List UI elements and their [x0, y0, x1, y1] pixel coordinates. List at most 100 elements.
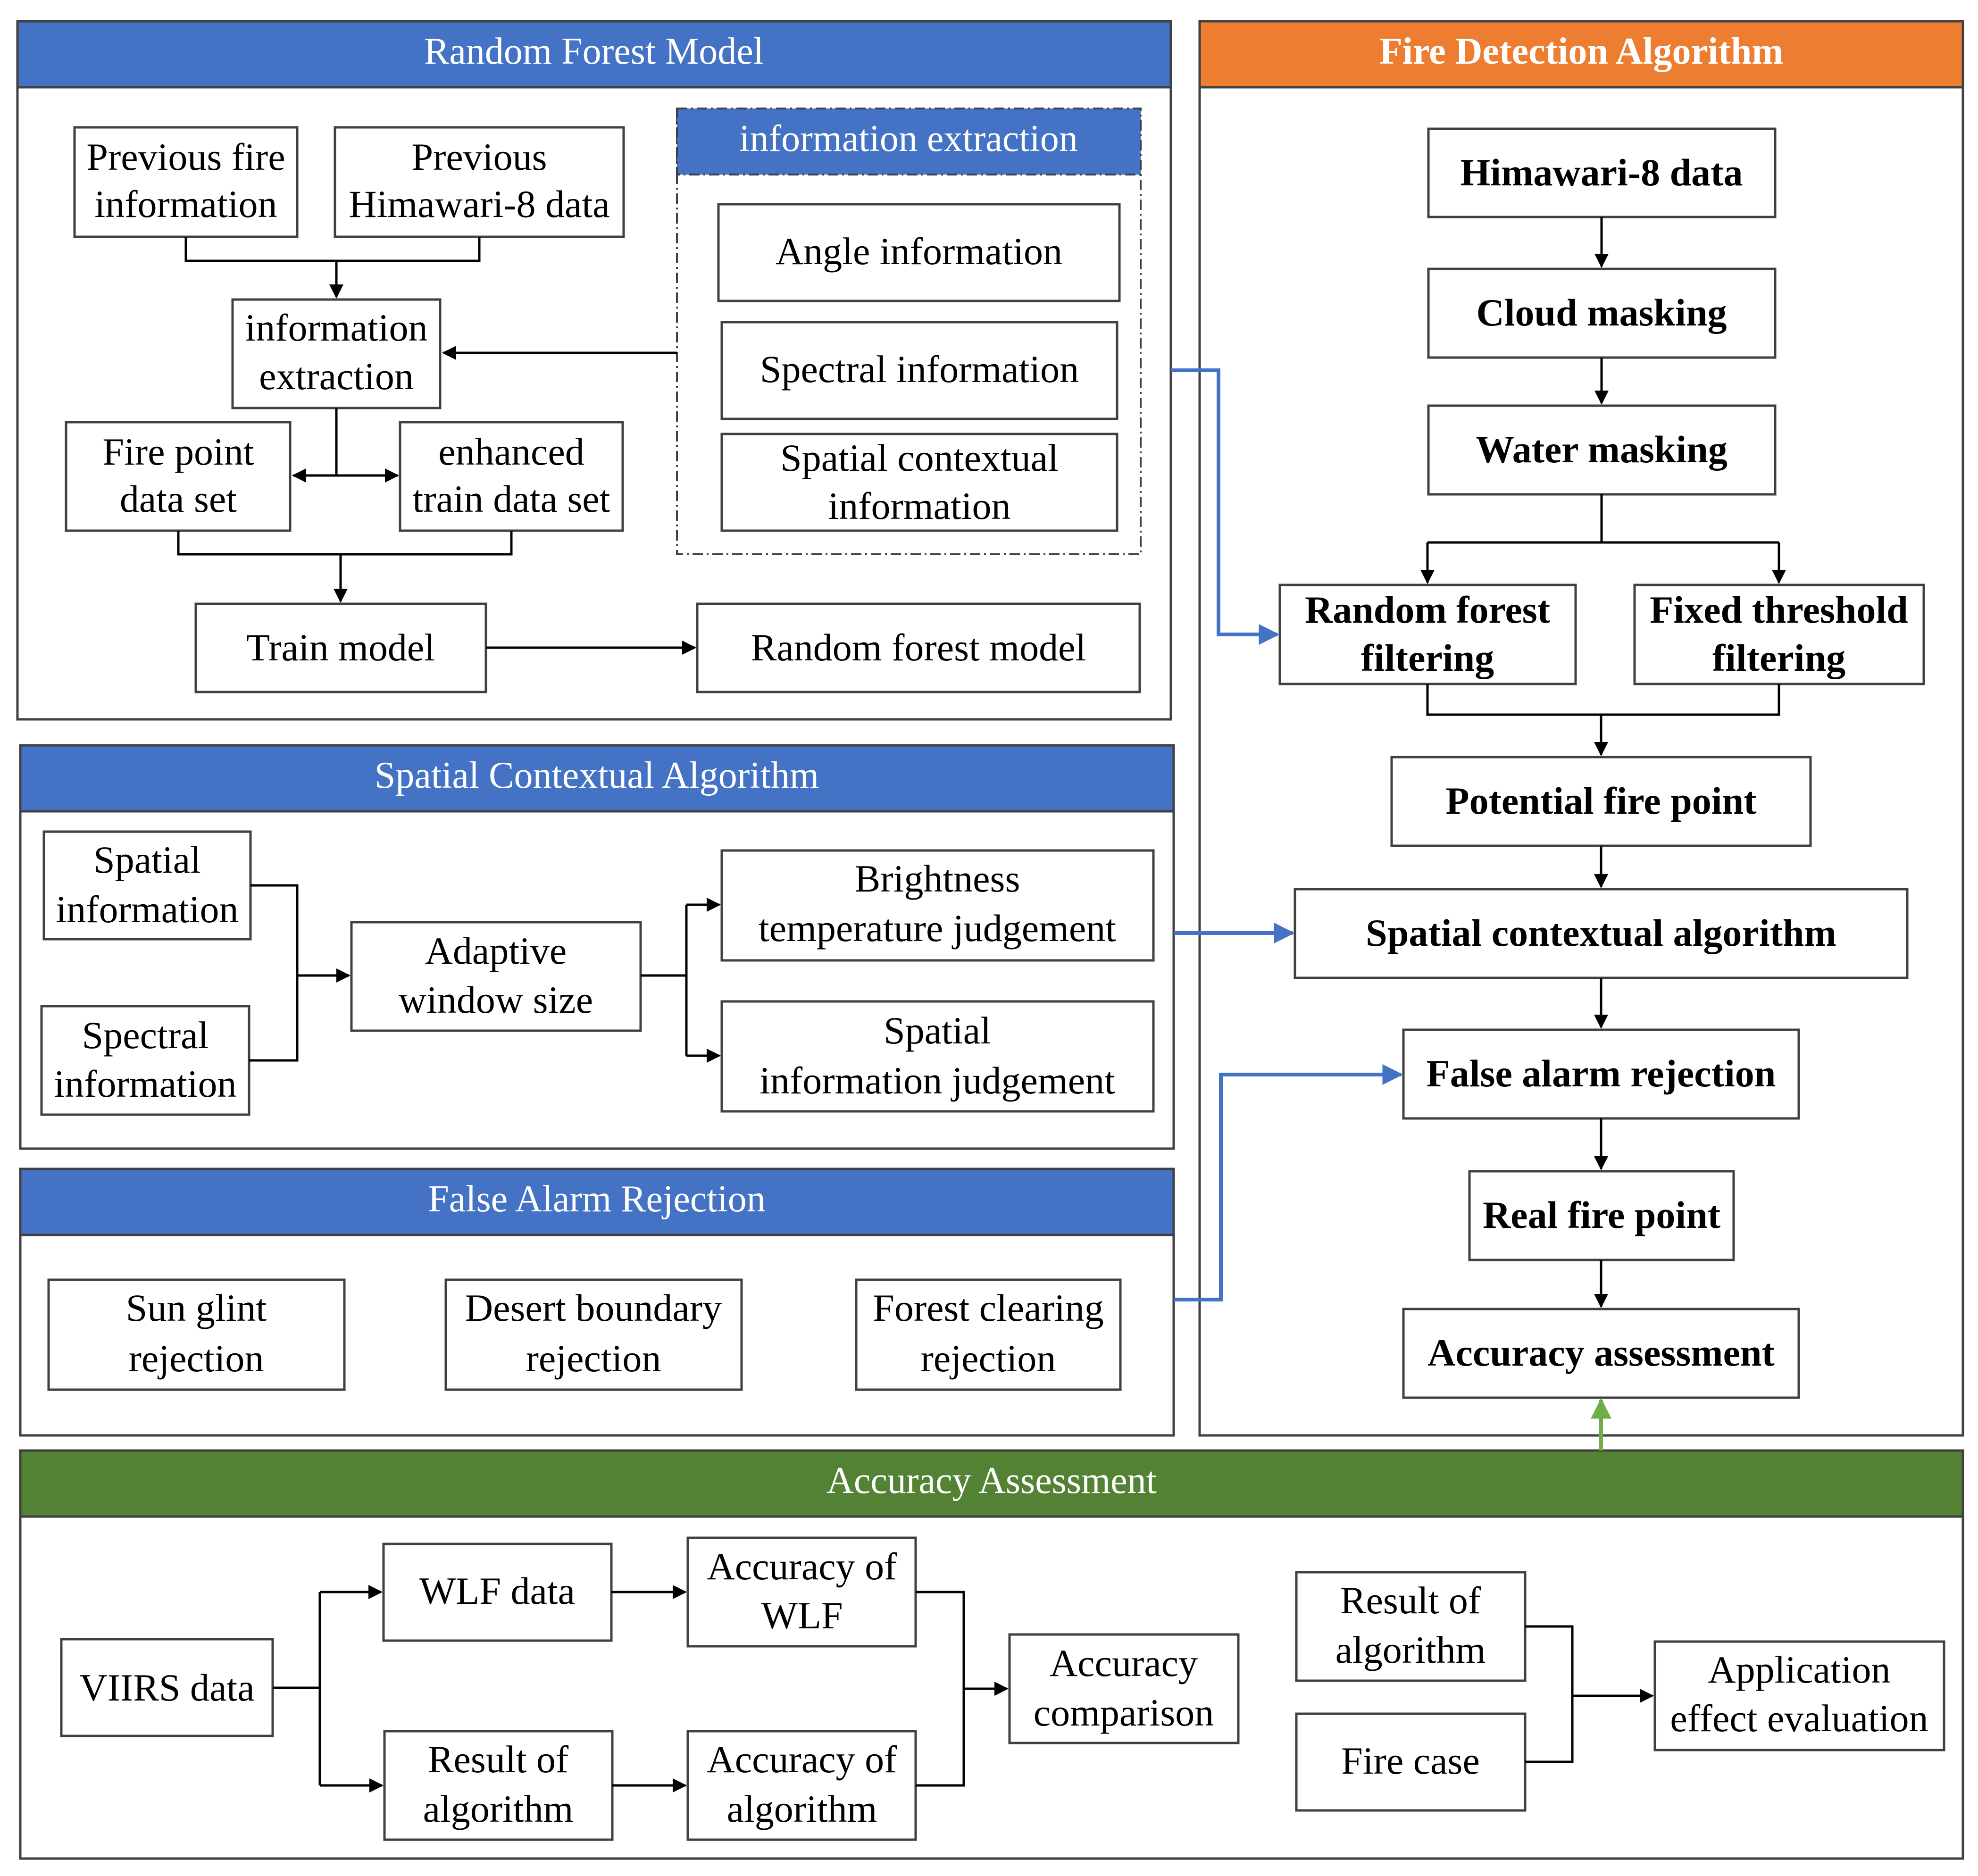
svg-text:Spectral: Spectral	[82, 1014, 209, 1057]
fire-detection-panel: Fire Detection Algorithm Himawari-8 data…	[1198, 20, 1964, 1437]
spatial-contextual-header	[19, 744, 1175, 813]
spectral-information-input-box: Spectral information	[40, 1005, 250, 1116]
svg-text:algorithm: algorithm	[727, 1787, 877, 1830]
svg-text:effect evaluation: effect evaluation	[1670, 1697, 1928, 1740]
random-forest-connectors	[177, 237, 696, 655]
svg-text:temperature judgement: temperature judgement	[759, 907, 1116, 950]
svg-text:Desert boundary: Desert boundary	[465, 1286, 722, 1329]
fire-detection-connectors	[1420, 217, 1786, 1308]
svg-text:enhanced: enhanced	[438, 430, 584, 473]
svg-text:Accuracy: Accuracy	[1050, 1642, 1198, 1684]
svg-text:Previous fire: Previous fire	[86, 135, 285, 178]
svg-text:information: information	[56, 888, 238, 931]
svg-text:Spatial contextual: Spatial contextual	[780, 436, 1059, 479]
svg-text:Random forest model: Random forest model	[751, 626, 1086, 669]
svg-text:Train model: Train model	[246, 626, 435, 669]
cloud-masking-box: Cloud masking	[1427, 267, 1777, 359]
accuracy-assessment-connectors	[273, 1585, 1654, 1793]
svg-text:rejection: rejection	[526, 1337, 661, 1380]
train-model-box: Train model	[194, 602, 487, 693]
sun-glint-rejection-box: Sun glint rejection	[47, 1278, 346, 1391]
arrow-false-alarm-panel-to-rejection	[1174, 1064, 1403, 1301]
cross-panel-arrows	[1171, 368, 1611, 1451]
svg-text:information: information	[828, 484, 1010, 527]
spatial-contextual-title: Spatial Contextual Algorithm	[375, 755, 819, 796]
accuracy-assessment-header	[19, 1449, 1964, 1518]
svg-text:Cloud masking: Cloud masking	[1477, 291, 1727, 334]
adaptive-window-size-box: Adaptive window size	[350, 921, 642, 1032]
svg-text:rejection: rejection	[129, 1337, 264, 1380]
result-of-algorithm-box: Result of algorithm	[383, 1730, 614, 1841]
svg-text:WLF data: WLF data	[419, 1569, 575, 1612]
svg-text:Result of: Result of	[1340, 1579, 1481, 1622]
svg-text:Spatial: Spatial	[884, 1009, 991, 1052]
svg-text:VIIRS data: VIIRS data	[79, 1666, 254, 1709]
svg-text:Adaptive: Adaptive	[425, 929, 567, 972]
svg-text:comparison: comparison	[1034, 1691, 1214, 1734]
spatial-contextual-information-box: Spatial contextual information	[720, 433, 1118, 532]
svg-text:Angle information: Angle information	[776, 230, 1062, 273]
svg-text:Forest clearing: Forest clearing	[873, 1286, 1104, 1329]
spatial-contextual-panel: Spatial Contextual Algorithm Spatial inf…	[19, 744, 1175, 1150]
svg-text:Application: Application	[1708, 1648, 1890, 1691]
svg-text:Accuracy assessment: Accuracy assessment	[1427, 1331, 1775, 1374]
spatial-contextual-connectors	[249, 884, 721, 1063]
false-alarm-panel: False Alarm Rejection Sun glint rejectio…	[19, 1167, 1175, 1437]
forest-clearing-rejection-box: Forest clearing rejection	[855, 1278, 1122, 1391]
svg-text:Himawari-8 data: Himawari-8 data	[1461, 151, 1743, 194]
svg-text:Water masking: Water masking	[1476, 428, 1728, 471]
svg-text:Potential fire point: Potential fire point	[1446, 779, 1757, 822]
svg-text:False alarm rejection: False alarm rejection	[1427, 1052, 1776, 1095]
svg-text:algorithm: algorithm	[1335, 1628, 1486, 1671]
information-extraction-box: information extraction	[231, 298, 442, 409]
spectral-information-box: Spectral information	[720, 321, 1118, 420]
himawari-8-data-box: Himawari-8 data	[1427, 127, 1777, 218]
svg-text:information: information	[245, 306, 427, 349]
accuracy-assessment-title: Accuracy Assessment	[826, 1460, 1157, 1501]
svg-text:Fire case: Fire case	[1341, 1739, 1480, 1782]
fire-point-data-set-box: Fire point data set	[65, 421, 292, 532]
svg-text:Himawari-8 data: Himawari-8 data	[349, 183, 609, 225]
svg-text:Real fire point: Real fire point	[1483, 1193, 1720, 1236]
accuracy-assessment-panel: Accuracy Assessment VIIRS data WLF data …	[19, 1449, 1964, 1860]
viirs-data-box: VIIRS data	[60, 1638, 274, 1737]
accuracy-assessment-box: Accuracy assessment	[1402, 1308, 1800, 1399]
svg-text:Accuracy of: Accuracy of	[707, 1545, 898, 1588]
svg-text:Brightness: Brightness	[855, 857, 1020, 900]
svg-text:algorithm: algorithm	[423, 1787, 574, 1830]
svg-text:extraction: extraction	[259, 355, 414, 398]
svg-text:Sun glint: Sun glint	[126, 1286, 267, 1329]
svg-text:data set: data set	[120, 477, 237, 520]
enhanced-train-data-set-box: enhanced train data set	[399, 421, 624, 532]
false-alarm-title: False Alarm Rejection	[428, 1178, 765, 1220]
potential-fire-point-box: Potential fire point	[1390, 756, 1812, 847]
result-of-algorithm-2-box: Result of algorithm	[1295, 1571, 1527, 1682]
information-extraction-group-title: information extraction	[739, 118, 1078, 159]
svg-text:Spatial: Spatial	[93, 838, 201, 881]
fixed-threshold-filtering-box: Fixed threshold filtering	[1633, 584, 1925, 685]
previous-himawari-box: Previous Himawari-8 data	[334, 126, 625, 238]
previous-fire-info-box: Previous fire information	[73, 126, 299, 238]
svg-text:Result of: Result of	[428, 1738, 569, 1781]
random-forest-title: Random Forest Model	[424, 31, 764, 72]
svg-text:filtering: filtering	[1361, 636, 1494, 679]
fire-detection-title: Fire Detection Algorithm	[1379, 31, 1783, 72]
random-forest-header	[16, 20, 1172, 89]
svg-text:Spatial contextual algorithm: Spatial contextual algorithm	[1366, 911, 1836, 954]
information-extraction-group: information extraction Angle information…	[676, 108, 1142, 555]
svg-text:information: information	[54, 1062, 236, 1105]
water-masking-box: Water masking	[1427, 404, 1777, 496]
angle-information-box: Angle information	[717, 203, 1121, 302]
spatial-information-box: Spatial information	[42, 830, 252, 941]
svg-text:Spectral information: Spectral information	[760, 348, 1079, 391]
information-extraction-group-header	[676, 108, 1142, 175]
desert-boundary-rejection-box: Desert boundary rejection	[444, 1278, 743, 1391]
svg-text:Random forest: Random forest	[1305, 588, 1550, 631]
svg-text:WLF: WLF	[761, 1594, 843, 1637]
svg-text:filtering: filtering	[1712, 636, 1845, 679]
false-alarm-header	[19, 1167, 1175, 1236]
fire-case-box: Fire case	[1295, 1712, 1527, 1812]
accuracy-of-algorithm-box: Accuracy of algorithm	[686, 1730, 917, 1841]
